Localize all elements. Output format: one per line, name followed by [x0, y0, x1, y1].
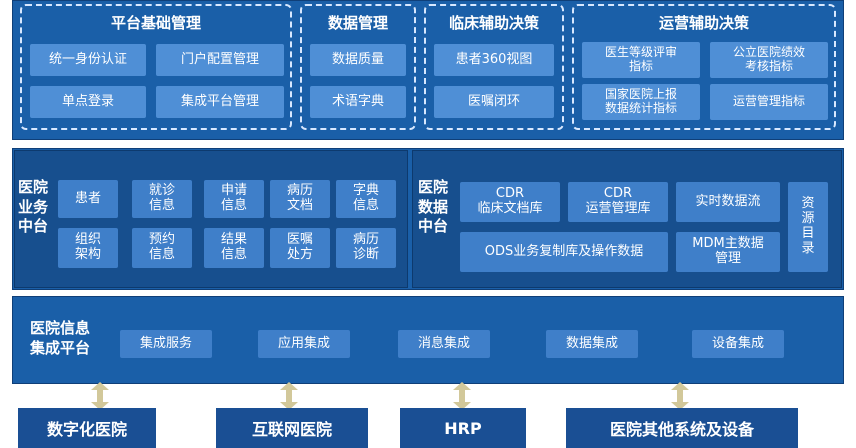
group-title-platform: 平台基础管理	[110, 14, 201, 32]
btn-public-hospital-performance[interactable]: 公立医院绩效 考核指标	[710, 42, 828, 78]
integ-service[interactable]: 集成服务	[120, 330, 212, 358]
arrow-hrp-icon	[453, 382, 471, 410]
data-center-label: 医院 数据 中台	[417, 178, 448, 235]
biz-request-info[interactable]: 申请 信息	[204, 180, 264, 218]
integration-label: 医院信息 集成平台	[29, 319, 90, 358]
biz-order-prescription[interactable]: 医嘱 处方	[270, 228, 330, 268]
group-data-management	[300, 4, 416, 130]
decision-layer	[12, 0, 844, 140]
biz-organization[interactable]: 组织 架构	[58, 228, 118, 268]
integ-message[interactable]: 消息集成	[398, 330, 490, 358]
arrow-digital-hospital-icon	[91, 382, 109, 410]
btn-portal-config[interactable]: 门户配置管理	[156, 44, 284, 76]
biz-dictionary-info[interactable]: 字典 信息	[336, 180, 396, 218]
btn-terminology-dict[interactable]: 术语字典	[310, 86, 406, 118]
data-mdm-master[interactable]: MDM主数据 管理	[676, 232, 780, 272]
system-other-systems[interactable]: 医院其他系统及设备	[566, 408, 798, 448]
biz-record-diagnosis[interactable]: 病历 诊断	[336, 228, 396, 268]
arrow-other-systems-icon	[671, 382, 689, 410]
btn-doctor-rating-indicators[interactable]: 医生等级评审 指标	[582, 42, 700, 78]
group-title-clinical: 临床辅助决策	[448, 14, 539, 32]
biz-medical-record[interactable]: 病历 文档	[270, 180, 330, 218]
biz-appointment-info[interactable]: 预约 信息	[132, 228, 192, 268]
group-title-operation: 运营辅助决策	[658, 14, 749, 32]
data-realtime-stream[interactable]: 实时数据流	[676, 182, 780, 222]
group-operation-decision	[572, 4, 836, 130]
btn-national-report-indicators[interactable]: 国家医院上报 数据统计指标	[582, 84, 700, 120]
btn-patient-360-view[interactable]: 患者360视图	[434, 44, 554, 76]
data-ods-replica[interactable]: ODS业务复制库及操作数据	[460, 232, 668, 272]
biz-visit-info[interactable]: 就诊 信息	[132, 180, 192, 218]
btn-order-closed-loop[interactable]: 医嘱闭环	[434, 86, 554, 118]
system-digital-hospital[interactable]: 数字化医院	[18, 408, 156, 448]
data-cdr-operation[interactable]: CDR 运营管理库	[568, 182, 668, 222]
group-platform-management	[20, 4, 292, 130]
btn-integration-platform-mgmt[interactable]: 集成平台管理	[156, 86, 284, 118]
btn-operation-management-indicators[interactable]: 运营管理指标	[710, 84, 828, 120]
system-hrp[interactable]: HRP	[400, 408, 526, 448]
integ-device[interactable]: 设备集成	[692, 330, 784, 358]
btn-single-sign-on[interactable]: 单点登录	[30, 86, 146, 118]
btn-unified-auth[interactable]: 统一身份认证	[30, 44, 146, 76]
data-cdr-clinical[interactable]: CDR 临床文档库	[460, 182, 560, 222]
integ-data[interactable]: 数据集成	[546, 330, 638, 358]
integ-application[interactable]: 应用集成	[258, 330, 350, 358]
btn-data-quality[interactable]: 数据质量	[310, 44, 406, 76]
arrow-internet-hospital-icon	[280, 382, 298, 410]
business-center-label: 医院 业务 中台	[17, 178, 48, 235]
data-resource-catalog[interactable]: 资 源 目 录	[788, 182, 828, 272]
biz-result-info[interactable]: 结果 信息	[204, 228, 264, 268]
group-clinical-decision	[424, 4, 564, 130]
system-internet-hospital[interactable]: 互联网医院	[216, 408, 368, 448]
biz-patient[interactable]: 患者	[58, 180, 118, 218]
group-title-data: 数据管理	[327, 14, 388, 32]
